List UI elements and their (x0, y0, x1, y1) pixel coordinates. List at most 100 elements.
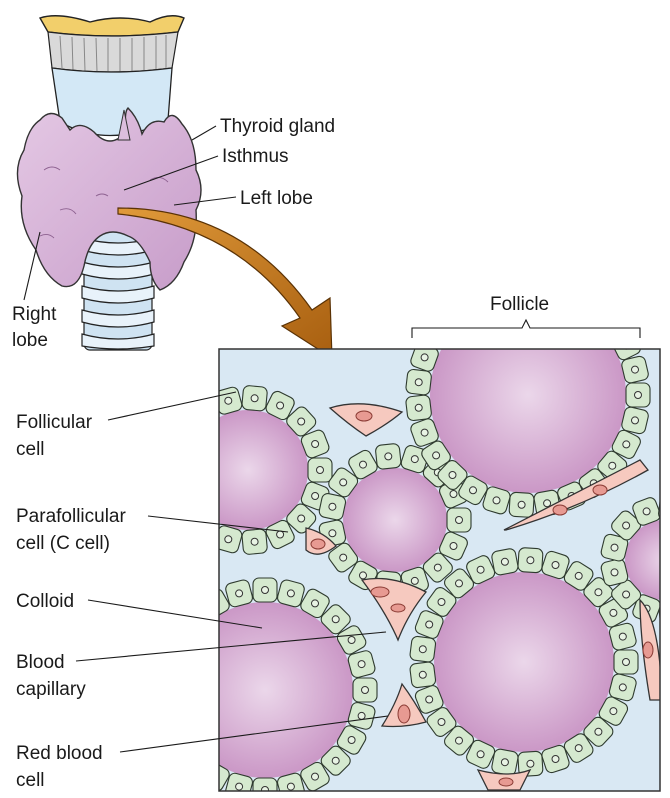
cell-nucleus (574, 571, 583, 580)
label-parafollicular-line2: cell (C cell) (16, 533, 110, 554)
cell-nucleus (631, 416, 639, 425)
cell-nucleus (162, 687, 169, 694)
cell-nucleus (175, 637, 182, 644)
follicular-cell (162, 724, 195, 757)
cell-nucleus (609, 707, 618, 716)
cell-nucleus (418, 670, 427, 679)
cell-nucleus (624, 349, 629, 350)
cell-nucleus (276, 530, 285, 539)
label-isthmus: Isthmus (222, 146, 289, 167)
cell-nucleus (359, 571, 367, 580)
cell-nucleus (449, 490, 458, 498)
cell-nucleus (526, 759, 535, 768)
label-right-lobe-line2: lobe (12, 330, 48, 351)
cell-nucleus (618, 683, 627, 692)
follicular-cell (153, 678, 177, 702)
follicular-cell (170, 416, 203, 449)
follicular-cell (219, 761, 230, 791)
cell-nucleus (448, 471, 457, 479)
cell-nucleus (631, 365, 639, 374)
label-thyroid-gland: Thyroid gland (220, 116, 335, 137)
cell-nucleus (425, 620, 434, 629)
label-follicular-cell-line2: cell (16, 439, 45, 460)
cell-nucleus (622, 658, 630, 666)
cell-nucleus (500, 557, 509, 566)
cell-nucleus (455, 579, 463, 588)
label-red-blood-cell-line1: Red blood (16, 743, 103, 764)
cell-nucleus (311, 772, 319, 781)
cell-nucleus (618, 632, 627, 641)
cell-nucleus (574, 744, 583, 753)
cell-nucleus (331, 615, 340, 624)
red-blood-cells (310, 410, 654, 787)
cell-nucleus (174, 480, 181, 487)
cell-nucleus (165, 661, 172, 668)
cell-nucleus (347, 636, 356, 644)
cell-nucleus (224, 396, 233, 405)
follicular-cell (163, 443, 191, 471)
cell-nucleus (297, 514, 306, 523)
cell-nucleus (410, 455, 419, 464)
cell-nucleus (347, 736, 356, 744)
label-blood-capillary-line2: capillary (16, 679, 86, 700)
cell-nucleus (361, 686, 369, 694)
cell-nucleus (212, 600, 219, 607)
cell-nucleus (286, 589, 295, 598)
cell-nucleus (316, 466, 324, 474)
cell-nucleus (455, 516, 463, 524)
cell-nucleus (608, 461, 617, 470)
cell-nucleus (622, 440, 631, 449)
cell-nucleus (201, 524, 208, 531)
cell-nucleus (594, 588, 603, 597)
cell-nucleus (328, 502, 337, 511)
cell-nucleus (191, 757, 198, 764)
cell-nucleus (414, 378, 423, 387)
cell-nucleus (449, 542, 458, 550)
follicular-cell (436, 298, 470, 332)
cell-nucleus (235, 782, 244, 791)
cell-nucleus (311, 440, 320, 448)
cell-nucleus (469, 486, 477, 495)
cell-nucleus (410, 576, 419, 585)
cell-nucleus (183, 504, 190, 511)
label-follicular-cell-line1: Follicular (16, 412, 93, 433)
cell-nucleus (622, 521, 631, 530)
cell-nucleus (594, 727, 603, 736)
cell-nucleus (518, 282, 525, 289)
cell-nucleus (384, 452, 393, 461)
follicular-cell (556, 278, 588, 310)
cell-nucleus (476, 565, 485, 574)
cell-nucleus (476, 750, 485, 759)
follicular-cell (421, 349, 451, 350)
cell-nucleus (359, 460, 367, 469)
label-red-blood-cell-line2: cell (16, 770, 45, 791)
cell-nucleus (500, 758, 509, 767)
label-left-lobe: Left lobe (240, 188, 313, 209)
label-colloid: Colloid (16, 591, 74, 612)
follicular-cell (577, 290, 611, 324)
cell-nucleus (357, 660, 366, 669)
cell-nucleus (622, 590, 631, 599)
follicular-cell (163, 469, 191, 497)
label-follicle: Follicle (490, 294, 549, 315)
cell-nucleus (212, 773, 219, 780)
cell-nucleus (551, 561, 560, 569)
cell-nucleus (261, 786, 269, 791)
cell-nucleus (286, 782, 295, 791)
cell-nucleus (455, 736, 463, 745)
cell-nucleus (492, 496, 501, 505)
cell-nucleus (610, 543, 619, 552)
cell-nucleus (551, 755, 560, 763)
cell-nucleus (331, 756, 340, 765)
cell-nucleus (420, 353, 429, 362)
cell-nucleus (433, 331, 440, 338)
cell-nucleus (432, 451, 441, 460)
cell-nucleus (276, 401, 285, 410)
follicular-cell (611, 349, 641, 361)
cell-nucleus (568, 291, 575, 298)
cell-nucleus (328, 529, 337, 538)
cell-nucleus (250, 537, 259, 546)
cell-nucleus (642, 507, 651, 516)
cell-nucleus (339, 553, 348, 562)
follicular-cell (219, 588, 230, 619)
